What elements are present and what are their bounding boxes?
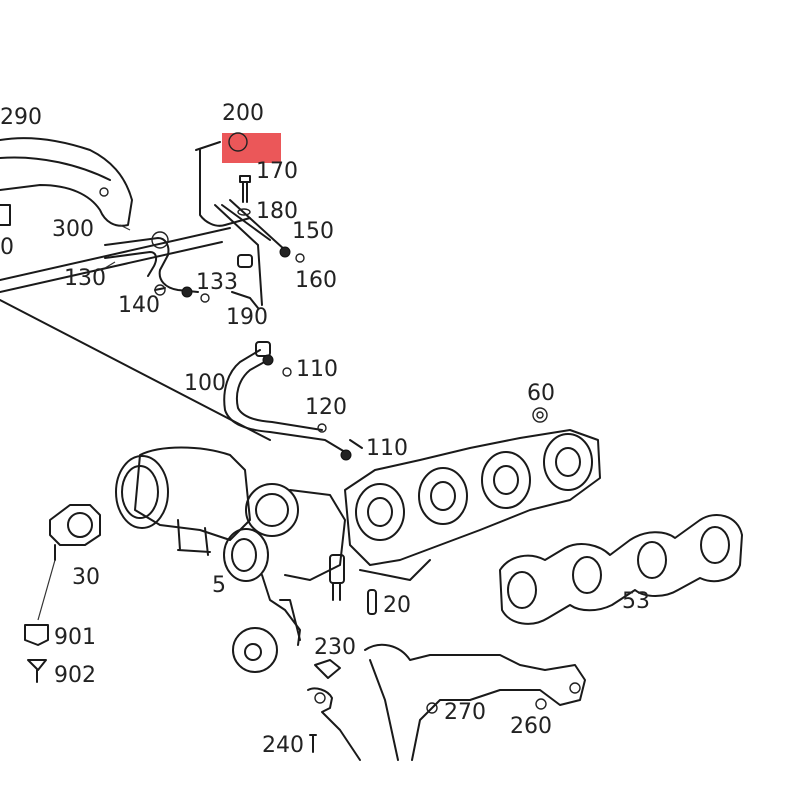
label-60: 60 — [527, 381, 555, 406]
label-200: 200 — [222, 101, 264, 126]
label-902: 902 — [54, 663, 96, 688]
part-number-labels: 290 200 170 180 150 160 300 0 130 133 14… — [0, 101, 650, 758]
label-120: 120 — [305, 395, 347, 420]
label-53: 53 — [622, 589, 650, 614]
engine-outline — [0, 227, 271, 441]
label-130: 130 — [64, 266, 106, 291]
oil-feed-line-upper — [104, 141, 305, 309]
label-110-upper: 110 — [296, 357, 338, 382]
screw-parts — [237, 175, 251, 216]
label-0: 0 — [0, 235, 14, 260]
label-133: 133 — [196, 270, 238, 295]
label-140: 140 — [118, 293, 160, 318]
label-290: 290 — [0, 105, 42, 130]
oil-return-line — [223, 341, 363, 461]
turbocharger — [115, 446, 346, 673]
manifold-gasket — [499, 514, 743, 625]
label-230: 230 — [314, 635, 356, 660]
label-190: 190 — [226, 305, 268, 330]
label-5: 5 — [212, 573, 226, 598]
label-180: 180 — [256, 199, 298, 224]
label-150: 150 — [292, 219, 334, 244]
label-270: 270 — [444, 700, 486, 725]
leader-lines — [104, 224, 131, 269]
label-110-lower: 110 — [366, 436, 408, 461]
label-30: 30 — [72, 565, 100, 590]
label-300: 300 — [52, 217, 94, 242]
label-260: 260 — [510, 714, 552, 739]
label-100: 100 — [184, 371, 226, 396]
actuator-part — [24, 504, 101, 683]
heat-shield-part — [0, 137, 133, 227]
nut-part — [532, 407, 548, 423]
label-901: 901 — [54, 625, 96, 650]
dowel-pin — [367, 589, 377, 615]
support-bracket — [307, 643, 586, 761]
label-240: 240 — [262, 733, 304, 758]
label-20: 20 — [383, 593, 411, 618]
label-170: 170 — [256, 159, 298, 184]
label-160: 160 — [295, 268, 337, 293]
exhaust-manifold — [344, 429, 601, 581]
